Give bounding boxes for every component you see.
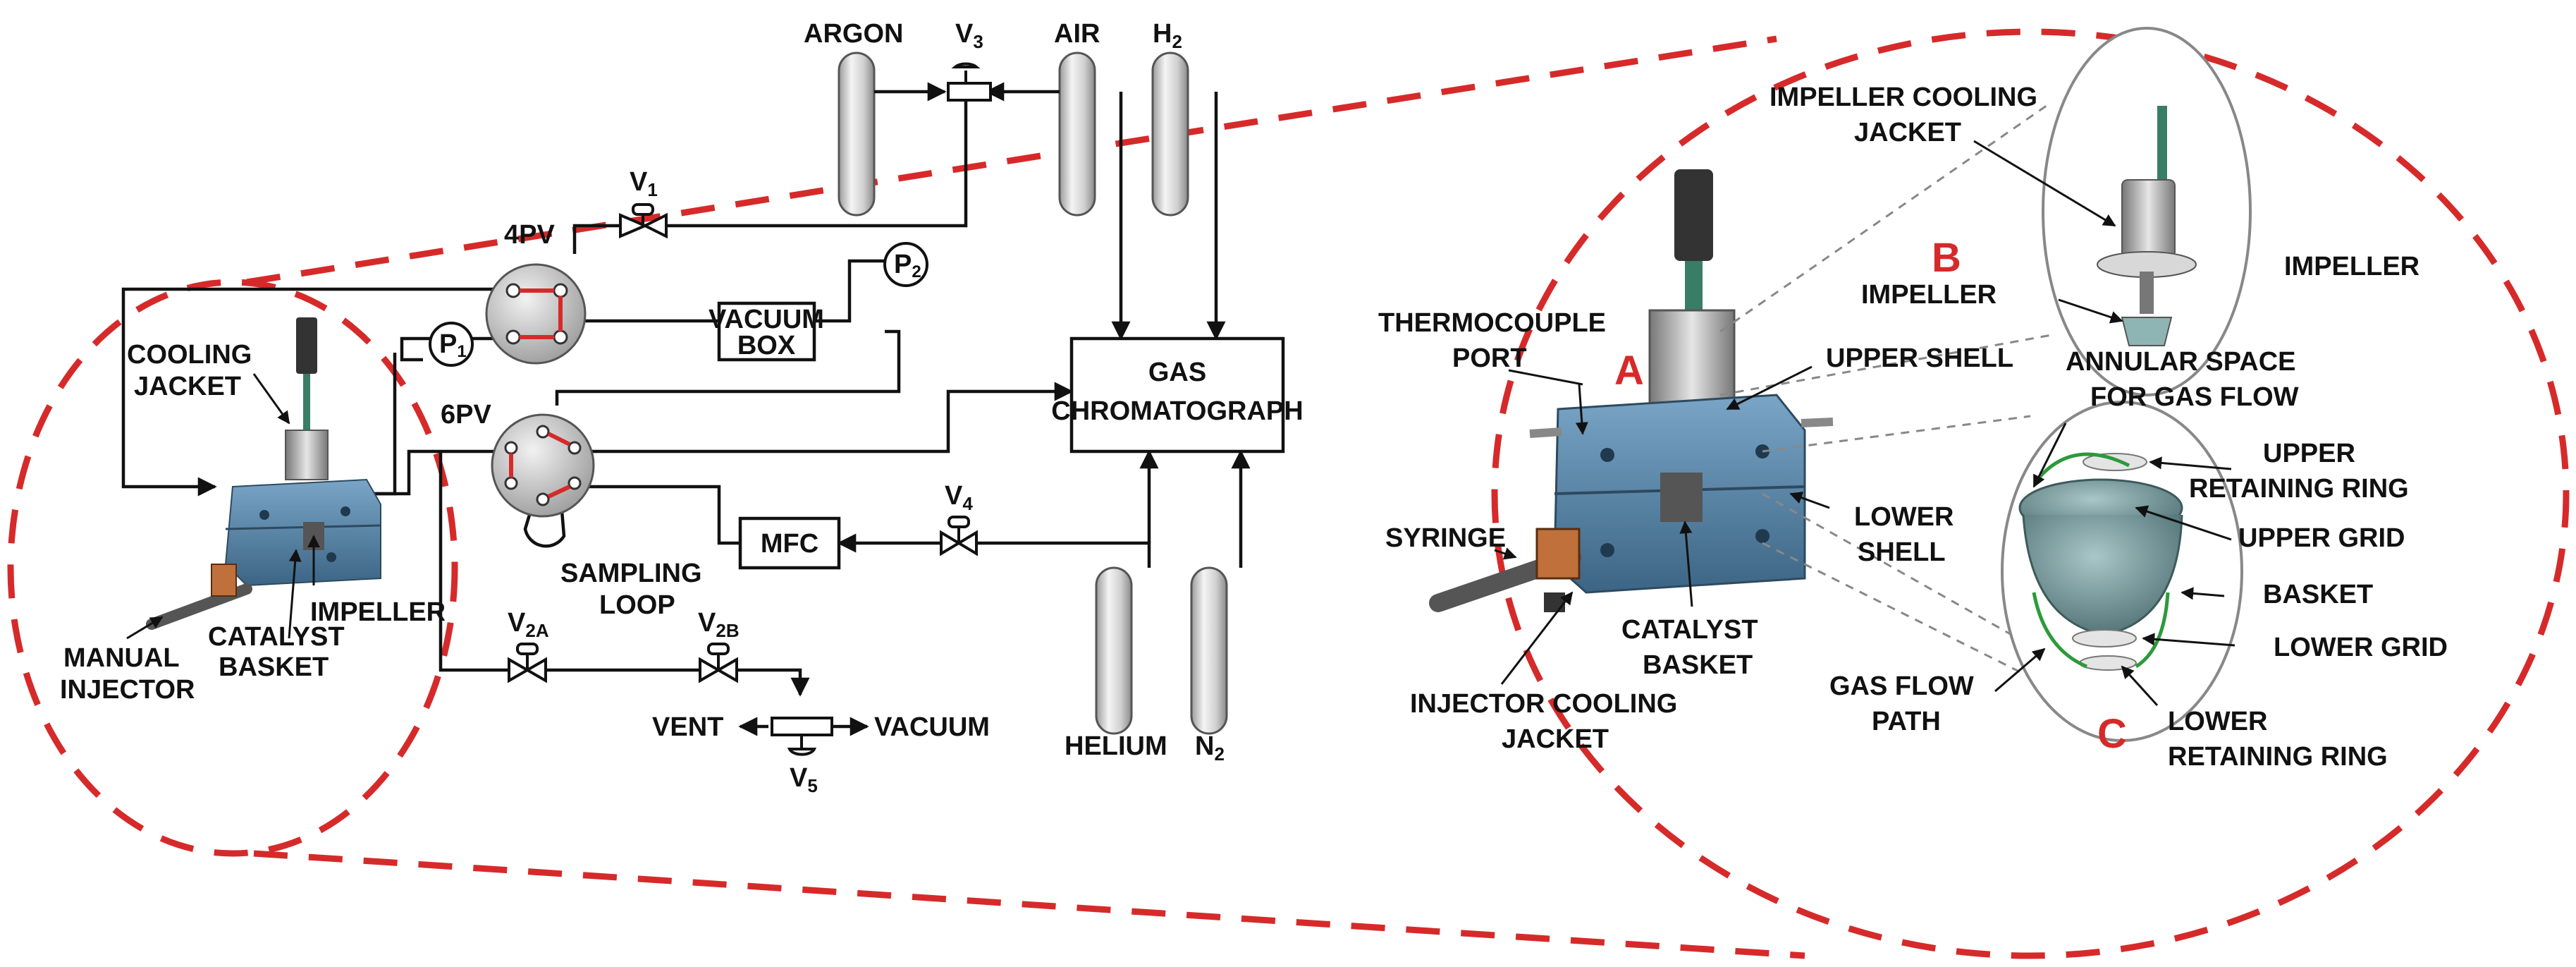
upper-grid-label: UPPER GRID: [2238, 523, 2405, 553]
air-label: AIR: [1054, 19, 1100, 49]
six-pv-label: 6PV: [441, 400, 491, 430]
vent-label: VENT: [652, 712, 723, 742]
v4-label: V4: [945, 481, 973, 514]
four-pv-label: 4PV: [504, 220, 555, 250]
letter-a: A: [1614, 348, 1644, 394]
v2b-label: V2B: [698, 608, 740, 641]
valve-v1: [619, 203, 668, 239]
four-port-valve: [485, 263, 587, 365]
helium-cylinder: [1095, 566, 1133, 735]
valve-v5: [771, 717, 833, 756]
catalyst-basket-right-line1: CATALYST: [1621, 615, 1758, 645]
syringe-label: SYRINGE: [1385, 523, 1506, 553]
mfc-label: MFC: [761, 529, 818, 559]
impeller-cooling-jacket-line2: JACKET: [1854, 118, 1961, 147]
valve-v2b: [699, 643, 738, 683]
catalyst-basket-left-line2: BASKET: [219, 652, 329, 682]
manual-injector-line2: INJECTOR: [60, 675, 195, 705]
air-cylinder: [1058, 51, 1096, 217]
argon-cylinder: [838, 51, 876, 217]
v2a-label: V2A: [508, 608, 549, 641]
vacuum-box: [717, 301, 816, 362]
impeller-cooling-jacket-line1: IMPELLER COOLING: [1770, 83, 2037, 112]
vacuum-box-line2: BOX: [737, 331, 796, 360]
gas-cylinders: [838, 51, 1228, 735]
gas-flow-path-line2: PATH: [1872, 707, 1941, 736]
valve-v4: [940, 516, 978, 557]
p1-label: P1: [439, 329, 467, 361]
sampling-loop-line2: LOOP: [599, 590, 675, 620]
right-reactor-illustration: [1429, 169, 1834, 612]
letter-b: B: [1932, 235, 1961, 281]
cooling-jacket-line1: COOLING: [127, 340, 252, 370]
injector-cooling-line2: JACKET: [1502, 724, 1609, 754]
right-dashed-ellipse: [1491, 28, 2570, 959]
injector-cooling-line1: INJECTOR COOLING: [1410, 689, 1677, 719]
cooling-jacket-line2: JACKET: [134, 372, 241, 401]
v5-label: V5: [790, 763, 818, 796]
gc-line1: GAS: [1148, 358, 1206, 387]
leader-lines-left: [126, 373, 320, 640]
six-port-valve: [491, 413, 595, 518]
argon-label: ARGON: [804, 19, 903, 49]
lower-shell-line1: LOWER: [1854, 502, 1954, 532]
upper-shell-label: UPPER SHELL: [1826, 343, 2013, 373]
thermocouple-line2: PORT: [1452, 343, 1527, 373]
mfc-box: [738, 516, 841, 570]
impeller-b-label: IMPELLER: [1861, 280, 1997, 310]
basket-detail: [2001, 401, 2243, 742]
v1-label: V1: [630, 167, 658, 200]
thermocouple-line1: THERMOCOUPLE: [1378, 308, 1606, 338]
lower-shell-line2: SHELL: [1858, 537, 1946, 567]
n2-cylinder: [1190, 566, 1228, 735]
annular-space-line1: ANNULAR SPACE: [2066, 347, 2296, 377]
n2-label: N2: [1195, 731, 1225, 765]
lower-connector-dash: [253, 850, 1805, 959]
letter-c: C: [2097, 711, 2127, 757]
zoom-envelope: [7, 28, 2570, 959]
manual-injector-line1: MANUAL: [63, 643, 180, 673]
h2-cylinder: [1151, 51, 1189, 217]
v3-label: V3: [955, 19, 983, 52]
leader-lines: [1494, 140, 2235, 707]
left-reactor-illustration: [146, 317, 381, 630]
gas-flow-path-line1: GAS FLOW: [1829, 671, 1974, 701]
catalyst-basket-right-line2: BASKET: [1643, 650, 1753, 680]
upper-retaining-ring-line2: RETAINING RING: [2189, 474, 2409, 504]
catalyst-basket-left-line1: CATALYST: [208, 622, 345, 652]
gauge-p1: [429, 322, 474, 367]
helium-label: HELIUM: [1065, 731, 1167, 761]
vacuum-label: VACUUM: [874, 712, 990, 742]
vacuum-box-line1: VACUUM: [709, 305, 824, 334]
lower-grid-label: LOWER GRID: [2274, 633, 2448, 662]
gauge-p2: [883, 242, 928, 287]
zoom-lines: [1719, 101, 2073, 700]
impeller-detail-label: IMPELLER: [2284, 252, 2419, 281]
impeller-left-label: IMPELLER: [310, 597, 446, 627]
sampling-loop-line1: SAMPLING: [560, 559, 702, 588]
labels: ARGON AIR H2 HELIUM N2 V3 V1 V4 V2A V2B …: [60, 19, 2448, 796]
valve-v2a: [508, 643, 547, 683]
p2-label: P2: [894, 250, 921, 281]
basket-label: BASKET: [2263, 580, 2373, 609]
annular-space-line2: FOR GAS FLOW: [2090, 382, 2299, 412]
upper-connector-dash: [246, 35, 1777, 286]
impeller-detail: [2042, 27, 2252, 396]
upper-retaining-ring-line1: UPPER: [2263, 439, 2355, 468]
left-dashed-ellipse: [7, 279, 458, 857]
gas-chromatograph-box: [1069, 336, 1285, 454]
lower-retaining-ring-line2: RETAINING RING: [2168, 742, 2388, 772]
gc-line2: CHROMATOGRAPH: [1051, 396, 1303, 426]
lower-retaining-ring-line1: LOWER: [2168, 707, 2267, 736]
valve-v3: [947, 62, 992, 102]
h2-label: H2: [1153, 19, 1182, 52]
